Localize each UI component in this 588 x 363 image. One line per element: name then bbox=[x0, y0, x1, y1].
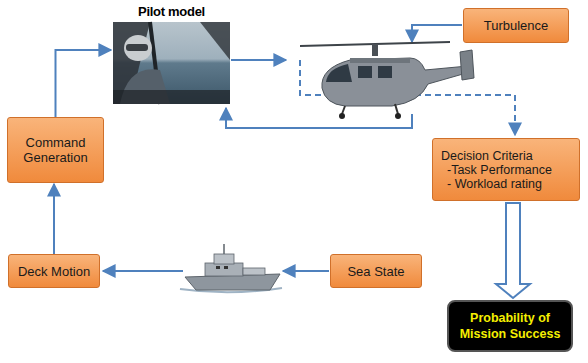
turbulence-arrow bbox=[412, 25, 462, 42]
result-box: Probability of Mission Success bbox=[447, 300, 573, 352]
sea-arrow bbox=[283, 270, 329, 272]
node-label: Deck Motion bbox=[15, 264, 93, 279]
flow-arrow bbox=[56, 50, 112, 117]
control-arrow bbox=[231, 59, 286, 61]
pilot-model: Pilot model bbox=[112, 4, 231, 104]
feedback-arrow bbox=[226, 108, 412, 128]
node-label: Decision Criteria bbox=[441, 149, 571, 163]
process-box: Deck Motion bbox=[8, 254, 100, 288]
ship-arrow bbox=[103, 270, 183, 272]
input-box: Sea State bbox=[330, 254, 422, 288]
helicopter-illustration bbox=[300, 42, 474, 119]
node-item: - Workload rating bbox=[447, 177, 571, 191]
node-label: Turbulence bbox=[470, 18, 562, 33]
node-label: Probability of Mission Success bbox=[455, 310, 565, 343]
ship-illustration bbox=[180, 244, 282, 292]
cockpit-photo bbox=[113, 22, 230, 104]
process-box: Command Generation bbox=[7, 117, 104, 183]
node-label: Sea State bbox=[337, 264, 415, 279]
node-item: -Task Performance bbox=[447, 163, 571, 177]
criteria-box: Decision Criteria-Task Performance- Work… bbox=[432, 138, 580, 201]
block-arrow bbox=[496, 203, 530, 298]
input-box: Turbulence bbox=[463, 8, 569, 43]
node-label: Pilot model bbox=[112, 4, 231, 19]
flow-arrow bbox=[53, 184, 55, 254]
node-label: Command Generation bbox=[14, 135, 97, 165]
